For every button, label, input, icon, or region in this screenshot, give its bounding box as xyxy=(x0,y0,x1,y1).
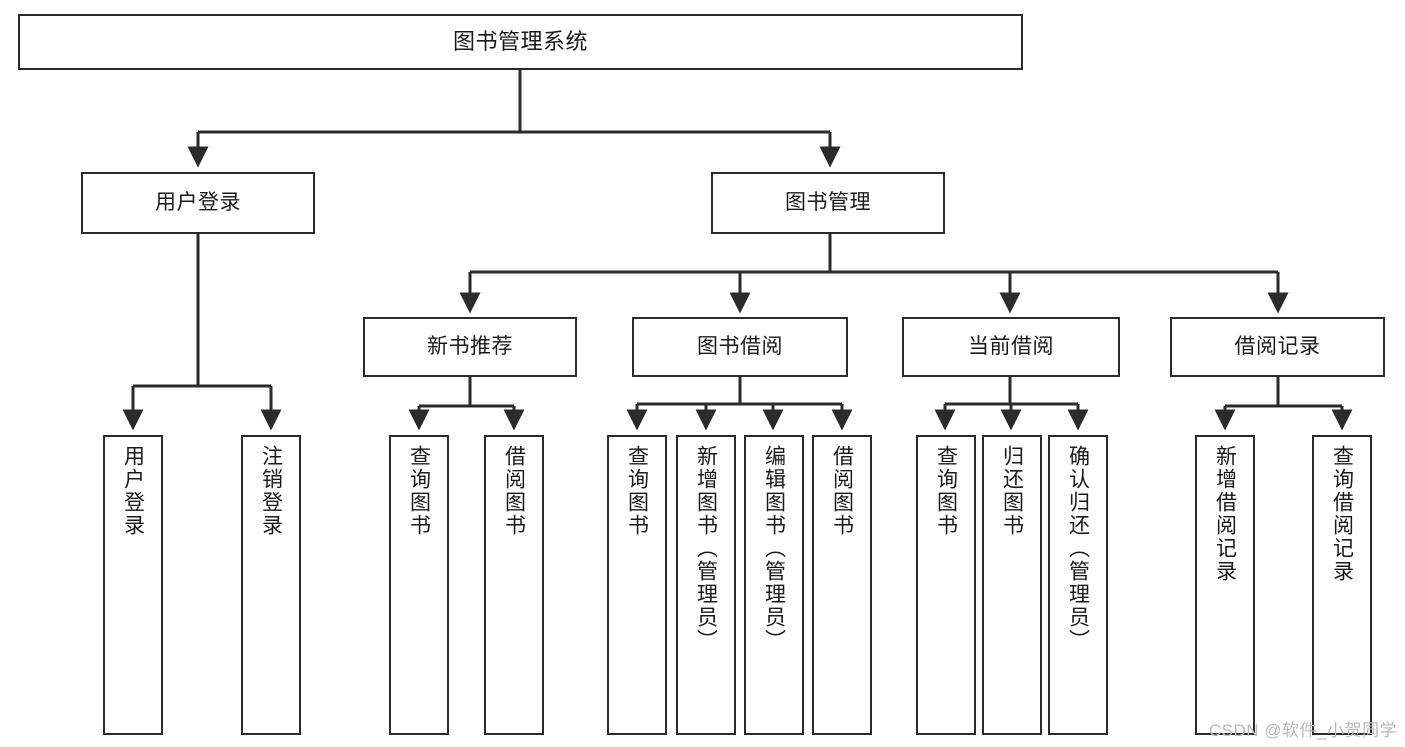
node-label: 查询图书 xyxy=(407,445,431,537)
leaf-current-confirm-return-admin[interactable]: 确认归还（管理员） xyxy=(1048,435,1108,735)
node-label: 当前借阅 xyxy=(968,334,1054,358)
node-label: 借阅图书 xyxy=(502,445,526,537)
node-root-book-management-system[interactable]: 图书管理系统 xyxy=(18,14,1023,70)
leaf-current-return-book[interactable]: 归还图书 xyxy=(982,435,1042,735)
node-label: 新增图书（管理员） xyxy=(694,445,718,652)
node-user-login[interactable]: 用户登录 xyxy=(81,172,315,234)
leaf-records-add-record[interactable]: 新增借阅记录 xyxy=(1195,435,1255,735)
node-label: 确认归还（管理员） xyxy=(1066,445,1090,652)
leaf-recommend-query-book[interactable]: 查询图书 xyxy=(389,435,449,735)
leaf-borrow-query-book[interactable]: 查询图书 xyxy=(607,435,667,735)
node-label: 用户登录 xyxy=(155,190,241,214)
node-label: 注销登录 xyxy=(259,445,283,537)
node-new-book-recommend[interactable]: 新书推荐 xyxy=(363,317,577,377)
node-current-borrow[interactable]: 当前借阅 xyxy=(902,317,1120,377)
node-label: 图书借阅 xyxy=(697,334,783,358)
leaf-user-login-logout[interactable]: 注销登录 xyxy=(241,435,301,735)
node-label: 查询借阅记录 xyxy=(1330,445,1354,583)
node-label: 编辑图书（管理员） xyxy=(762,445,786,652)
leaf-borrow-add-book-admin[interactable]: 新增图书（管理员） xyxy=(676,435,736,735)
leaf-records-query-record[interactable]: 查询借阅记录 xyxy=(1312,435,1372,735)
leaf-current-query-book[interactable]: 查询图书 xyxy=(916,435,976,735)
leaf-borrow-edit-book-admin[interactable]: 编辑图书（管理员） xyxy=(744,435,804,735)
csdn-watermark: CSDN @软件_小贺同学 xyxy=(1208,721,1397,740)
node-label: 查询图书 xyxy=(625,445,649,537)
node-label: 查询图书 xyxy=(934,445,958,537)
leaf-recommend-borrow-book[interactable]: 借阅图书 xyxy=(484,435,544,735)
connectors xyxy=(122,70,1353,431)
node-label: 新增借阅记录 xyxy=(1213,445,1237,583)
node-borrow-records[interactable]: 借阅记录 xyxy=(1170,317,1385,377)
node-label: 图书管理 xyxy=(785,190,871,214)
node-label: 新书推荐 xyxy=(427,334,513,358)
leaf-borrow-borrow-book[interactable]: 借阅图书 xyxy=(812,435,872,735)
node-label: 借阅记录 xyxy=(1234,334,1321,358)
node-label: 图书管理系统 xyxy=(452,29,588,55)
node-book-borrow[interactable]: 图书借阅 xyxy=(632,317,848,377)
node-book-management[interactable]: 图书管理 xyxy=(711,172,945,234)
node-label: 借阅图书 xyxy=(830,445,854,537)
node-label: 归还图书 xyxy=(1000,445,1024,537)
node-label: 用户登录 xyxy=(121,445,145,537)
leaf-user-login-login[interactable]: 用户登录 xyxy=(103,435,163,735)
